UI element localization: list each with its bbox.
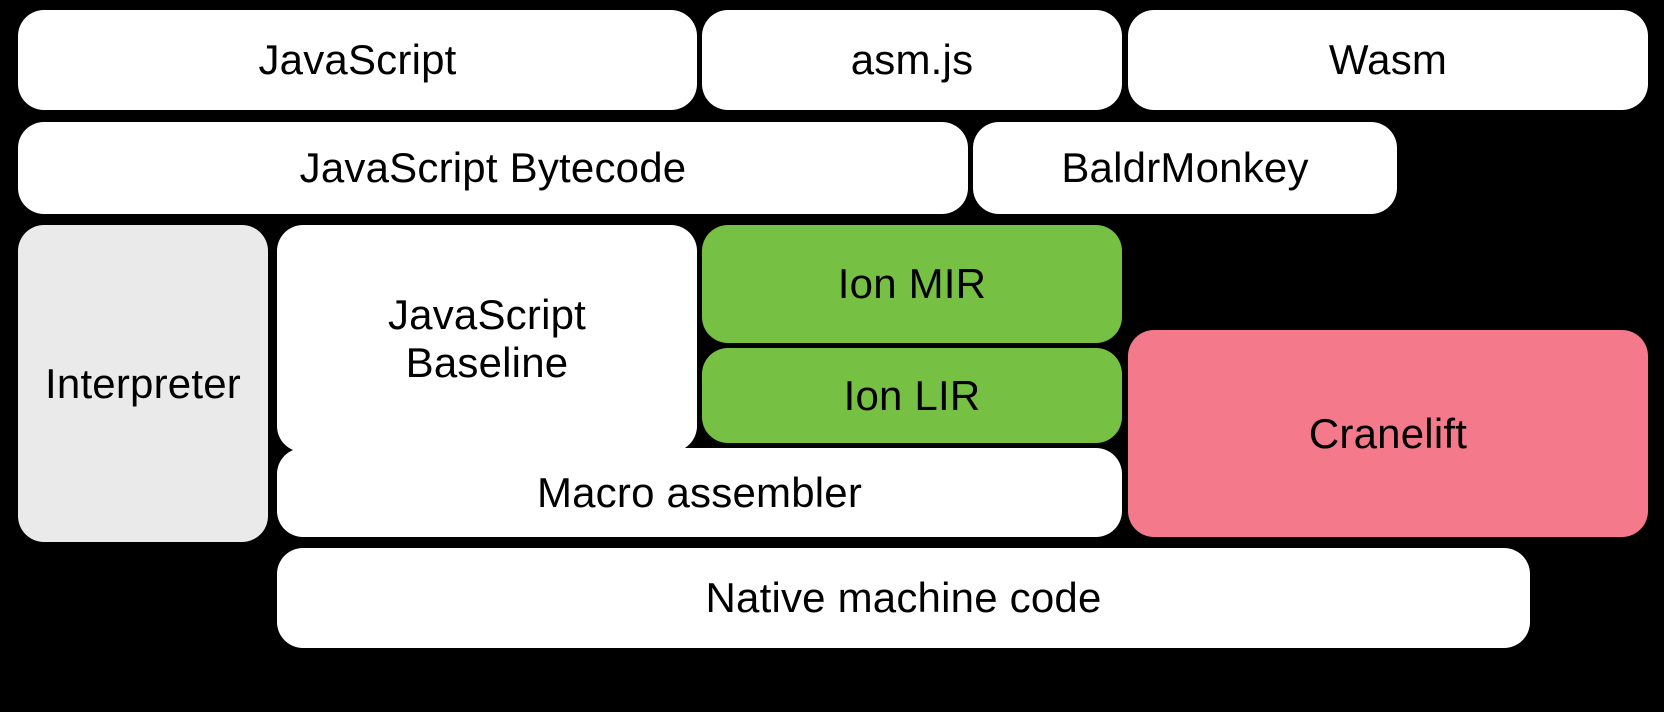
node-wasm-label: Wasm [1328, 36, 1448, 84]
node-baldrmonkey-label: BaldrMonkey [1061, 144, 1309, 192]
node-wasm[interactable]: Wasm [1128, 10, 1648, 110]
node-macro-assembler[interactable]: Macro assembler [277, 448, 1122, 537]
node-interpreter[interactable]: Interpreter [18, 225, 268, 542]
node-ion-mir-label: Ion MIR [837, 260, 987, 308]
node-interpreter-label: Interpreter [45, 359, 241, 407]
node-javascript[interactable]: JavaScript [18, 10, 697, 110]
node-javascript-label: JavaScript [258, 36, 457, 84]
node-native-machine-code-label: Native machine code [705, 574, 1102, 622]
node-asm-js[interactable]: asm.js [702, 10, 1122, 110]
node-javascript-bytecode-label: JavaScript Bytecode [299, 144, 687, 192]
node-ion-lir-label: Ion LIR [843, 371, 981, 419]
node-cranelift[interactable]: Cranelift [1128, 330, 1648, 537]
node-native-machine-code[interactable]: Native machine code [277, 548, 1530, 648]
node-javascript-bytecode[interactable]: JavaScript Bytecode [18, 122, 968, 214]
node-macro-assembler-label: Macro assembler [536, 468, 863, 516]
node-javascript-baseline-label: JavaScript Baseline [387, 291, 587, 386]
node-javascript-baseline[interactable]: JavaScript Baseline [277, 225, 697, 452]
node-ion-lir[interactable]: Ion LIR [702, 348, 1122, 443]
node-cranelift-label: Cranelift [1308, 409, 1468, 457]
node-asm-js-label: asm.js [850, 36, 974, 84]
node-baldrmonkey[interactable]: BaldrMonkey [973, 122, 1397, 214]
node-ion-mir[interactable]: Ion MIR [702, 225, 1122, 343]
